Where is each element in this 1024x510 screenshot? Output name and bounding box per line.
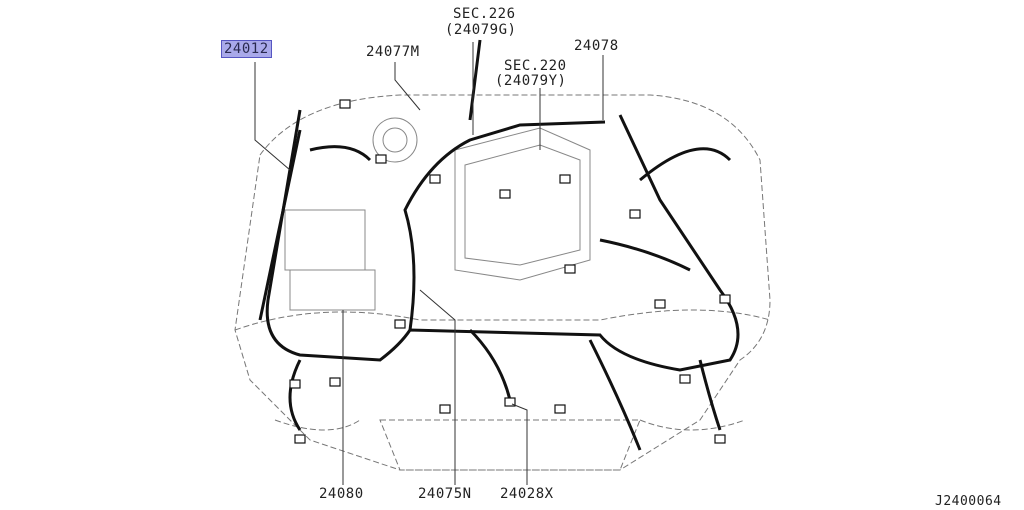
- diagram-id: J2400064: [935, 494, 1002, 509]
- part-24012-callout[interactable]: 24012: [221, 40, 272, 58]
- part-24080-callout[interactable]: 24080: [319, 486, 364, 502]
- part-24075N-callout[interactable]: 24075N: [418, 486, 472, 502]
- part-24028X-callout[interactable]: 24028X: [500, 486, 554, 502]
- part-24079Y-callout[interactable]: (24079Y): [495, 73, 567, 89]
- connectors: [289, 99, 731, 444]
- sec220-label[interactable]: SEC.220: [504, 58, 567, 74]
- part-24077M-callout[interactable]: 24077M: [366, 44, 420, 60]
- sec226-label[interactable]: SEC.226: [453, 6, 516, 22]
- part-24079G-callout[interactable]: (24079G): [445, 22, 517, 38]
- car-body-outline: [234, 94, 771, 471]
- wiring-harness: [258, 39, 740, 451]
- part-24078-callout[interactable]: 24078: [574, 38, 619, 54]
- leader-lines: [254, 42, 604, 485]
